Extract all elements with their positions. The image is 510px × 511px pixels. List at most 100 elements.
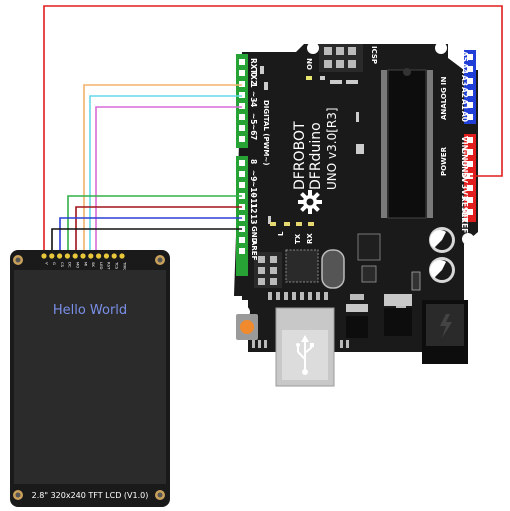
digital-pin-hole[interactable]	[239, 114, 245, 120]
lcd-pin-label: V	[44, 262, 49, 265]
regulator-chip	[357, 233, 381, 261]
lcd-pin[interactable]	[111, 253, 117, 259]
header-pin-hole[interactable]	[239, 248, 245, 254]
arduino-board: ICSP ON DFROBOT DFRduino UNO v3.0[R3]	[234, 42, 478, 387]
digital-pin-label: 12	[249, 203, 258, 213]
wires	[43, 5, 503, 252]
lcd-mount-hole-inner	[157, 492, 163, 498]
power-pin-label: 3V3	[460, 184, 469, 200]
wire-5v	[43, 5, 503, 252]
bottom-edge-pads	[252, 340, 349, 348]
lcd-pin[interactable]	[57, 253, 63, 259]
analog-pin-label: A5	[460, 51, 469, 62]
lcd-pin[interactable]	[80, 253, 86, 259]
lcd-pin[interactable]	[96, 253, 102, 259]
lcd-pin[interactable]	[103, 253, 109, 259]
diode	[411, 271, 421, 291]
lcd-pin-label: MO	[76, 262, 81, 268]
power-pin-hole[interactable]	[467, 197, 473, 203]
analog-pin-hole[interactable]	[467, 78, 473, 84]
digital-pin-hole[interactable]	[239, 160, 245, 166]
brand-text: DFROBOT DFRduino UNO v3.0[R3]	[292, 107, 339, 190]
digital-pin-label: 8	[249, 159, 258, 164]
chip-notch	[403, 68, 411, 76]
header-pin-hole[interactable]	[239, 237, 245, 243]
chip-socket-left	[381, 70, 387, 218]
power-pin-label: GND	[460, 160, 469, 179]
chip-socket-right	[427, 70, 433, 218]
wire-d11	[67, 195, 242, 252]
crystal-oscillator	[321, 249, 345, 289]
analog-pin-hole[interactable]	[467, 66, 473, 72]
power-pin-hole[interactable]	[467, 185, 473, 191]
power-pin-hole[interactable]	[467, 209, 473, 215]
digital-pin-hole[interactable]	[239, 59, 245, 65]
screen-text: Hello World	[53, 303, 127, 318]
analog-pin-label: A1	[460, 99, 469, 110]
wire-gnd	[51, 228, 242, 252]
aref-label: AREF	[250, 240, 258, 261]
digital-pin-hole[interactable]	[239, 125, 245, 131]
icsp-pins	[324, 47, 356, 68]
tx-led-label: TX	[294, 233, 302, 244]
lcd-pin-label: TIRQ	[122, 261, 127, 271]
digital-pin-label: ~9	[249, 170, 258, 182]
mounting-hole	[462, 233, 474, 245]
digital-pin-label: ~10	[249, 181, 258, 198]
on-label: ON	[306, 58, 314, 70]
lcd-pin-label: SK	[91, 262, 96, 267]
model-name: DFRduino	[308, 122, 324, 190]
mounting-hole	[307, 42, 319, 54]
lcd-pin[interactable]	[41, 253, 47, 259]
digital-pin-hole[interactable]	[239, 103, 245, 109]
digital-pin-hole[interactable]	[239, 182, 245, 188]
digital-pin-label: ~11	[249, 192, 258, 209]
lcd-pin[interactable]	[88, 253, 94, 259]
lcd-pin-label: CS	[60, 262, 65, 268]
lcd-pin[interactable]	[49, 253, 55, 259]
lcd-pin-label: DC	[68, 262, 73, 268]
lcd-pin-label: RST	[107, 262, 112, 270]
small-header-pins	[258, 256, 277, 285]
lcd-screen	[14, 270, 166, 484]
power-pin-label: VIN	[460, 136, 469, 151]
digital-pin-hole[interactable]	[239, 92, 245, 98]
digital-pin-hole[interactable]	[239, 171, 245, 177]
lcd-pin[interactable]	[72, 253, 78, 259]
lcd-pin-row	[41, 253, 125, 259]
gnd-top-label: GND	[250, 226, 258, 244]
analog-pin-hole[interactable]	[467, 114, 473, 120]
lcd-mount-hole-inner	[15, 257, 21, 263]
digital-pin-hole[interactable]	[239, 70, 245, 76]
digital-pin-label: ~3	[249, 91, 258, 103]
analog-pin-label: A4	[460, 63, 469, 74]
digital-pin-label: ~6	[249, 124, 258, 136]
digital-pin-label: 2	[249, 80, 258, 85]
lcd-pin[interactable]	[119, 253, 125, 259]
analog-pin-hole[interactable]	[467, 102, 473, 108]
lcd-pin[interactable]	[64, 253, 70, 259]
reset-button-cap[interactable]	[240, 320, 254, 334]
analog-pin-hole[interactable]	[467, 54, 473, 60]
power-pin-hole[interactable]	[467, 161, 473, 167]
lightning-icon	[440, 314, 452, 338]
power-pin-hole[interactable]	[467, 149, 473, 155]
lcd-pin-label: MI	[83, 262, 88, 266]
icsp-label: ICSP	[370, 46, 378, 64]
analog-pin-hole[interactable]	[467, 90, 473, 96]
gear-logo-icon	[298, 190, 322, 214]
l-led-label: L	[277, 231, 285, 236]
power-pin-hole[interactable]	[467, 137, 473, 143]
digital-pin-hole[interactable]	[239, 136, 245, 142]
digital-pin-hole[interactable]	[239, 81, 245, 87]
digital-pin-label: TX 1	[249, 69, 258, 88]
usb-chip	[285, 249, 319, 283]
rx-led-label: RX	[306, 233, 314, 244]
power-pin-label: RESET	[460, 196, 469, 223]
digital-pin-label: 7	[249, 135, 258, 140]
analog-pin-label: A0	[460, 111, 469, 122]
